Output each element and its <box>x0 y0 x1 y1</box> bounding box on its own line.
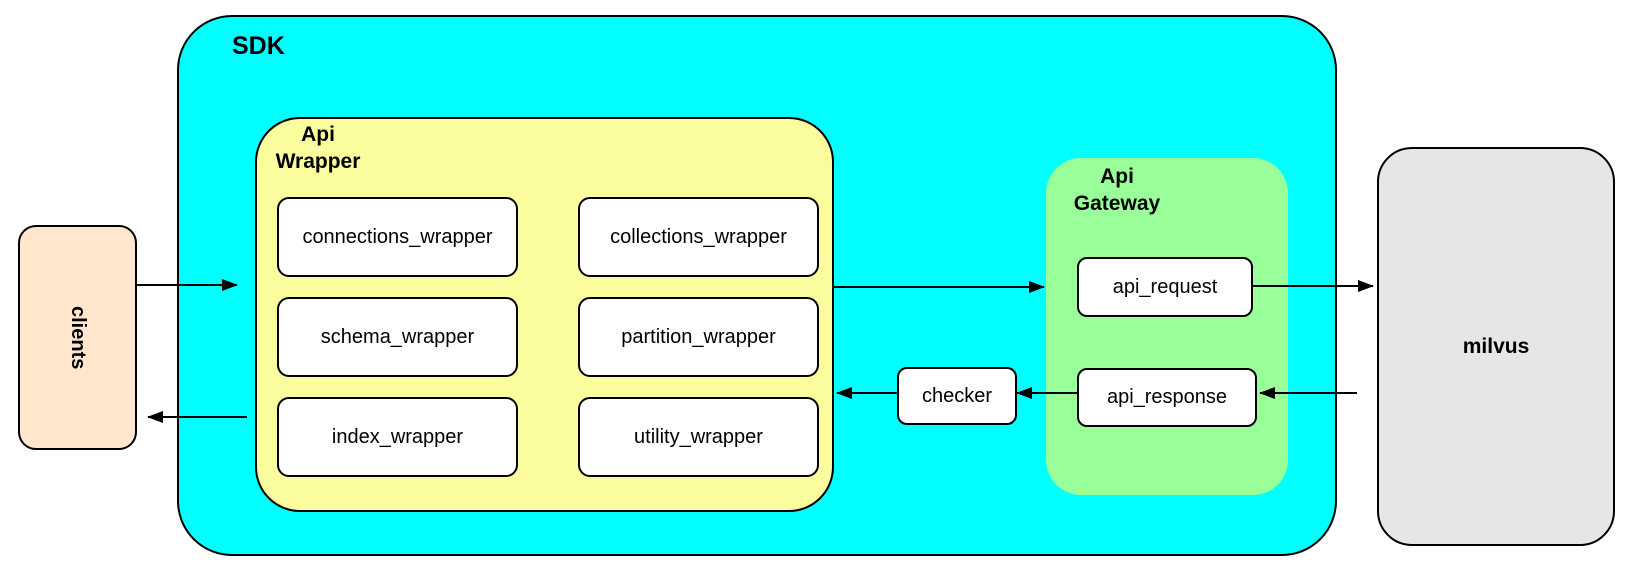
api-gateway-label: Api Gateway <box>1073 165 1161 215</box>
partition-wrapper-node: partition_wrapper <box>578 297 819 377</box>
api-response-node: api_response <box>1077 368 1257 427</box>
collections-wrapper-node: collections_wrapper <box>578 197 819 277</box>
clients-label: clients <box>67 305 89 370</box>
utility-wrapper-node: utility_wrapper <box>578 397 819 477</box>
api-wrapper-label: Api Wrapper <box>275 123 361 173</box>
sdk-label: SDK <box>232 32 285 60</box>
clients-node: clients <box>18 225 137 450</box>
connections-wrapper-node: connections_wrapper <box>277 197 518 277</box>
milvus-node: milvus <box>1377 147 1615 546</box>
schema-wrapper-node: schema_wrapper <box>277 297 518 377</box>
checker-node: checker <box>897 367 1017 425</box>
api-gateway-container <box>1046 158 1288 495</box>
index-wrapper-node: index_wrapper <box>277 397 518 477</box>
api-request-node: api_request <box>1077 257 1253 317</box>
